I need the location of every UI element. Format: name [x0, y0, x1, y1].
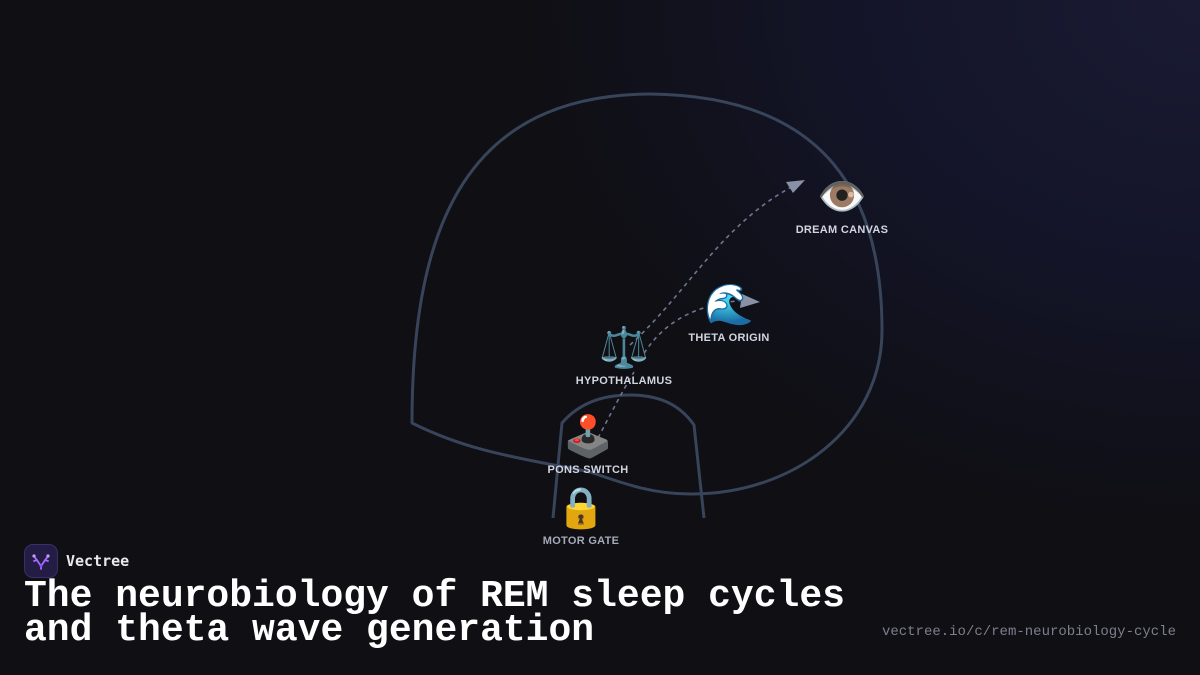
node-dream-canvas[interactable]: 👁️ DREAM CANVAS: [796, 174, 889, 236]
joystick-icon: 🕹️: [563, 414, 613, 460]
balance-scale-icon: ⚖️: [599, 325, 649, 371]
brain-outline: [410, 92, 884, 496]
arrowhead-theta-origin: [740, 294, 760, 308]
brand[interactable]: Vectree: [24, 544, 129, 578]
node-label: MOTOR GATE: [542, 535, 620, 547]
title-line-2: and theta wave generation: [24, 609, 595, 652]
node-pons-switch[interactable]: 🕹️ PONS SWITCH: [548, 414, 629, 476]
lock-icon: 🔒: [556, 485, 606, 531]
logo-mark: [32, 554, 50, 570]
title-line-1: The neurobiology of REM sleep cycles: [24, 575, 845, 618]
page-title: The neurobiology of REM sleep cycles and…: [24, 578, 864, 650]
connector-hypothalamus-to-dream-canvas: [629, 184, 796, 346]
connector-hypothalamus-to-theta-origin: [639, 299, 746, 361]
node-label: DREAM CANVAS: [795, 224, 889, 236]
node-label: PONS SWITCH: [547, 464, 629, 476]
brainstem-outline: [551, 393, 706, 519]
neural-branch-icon: [24, 544, 58, 578]
node-theta-origin[interactable]: 🌊 THETA ORIGIN: [688, 282, 769, 344]
wave-icon: 🌊: [704, 282, 754, 328]
node-label: THETA ORIGIN: [688, 332, 770, 344]
eye-icon: 👁️: [817, 174, 867, 220]
arrowhead-dream-canvas: [786, 180, 805, 193]
node-motor-gate[interactable]: 🔒 MOTOR GATE: [543, 485, 620, 547]
node-label: HYPOTHALAMUS: [575, 375, 673, 387]
brand-name: Vectree: [66, 552, 130, 570]
node-hypothalamus[interactable]: ⚖️ HYPOTHALAMUS: [576, 325, 673, 387]
source-url[interactable]: vectree.io/c/rem-neurobiology-cycle: [881, 624, 1176, 640]
